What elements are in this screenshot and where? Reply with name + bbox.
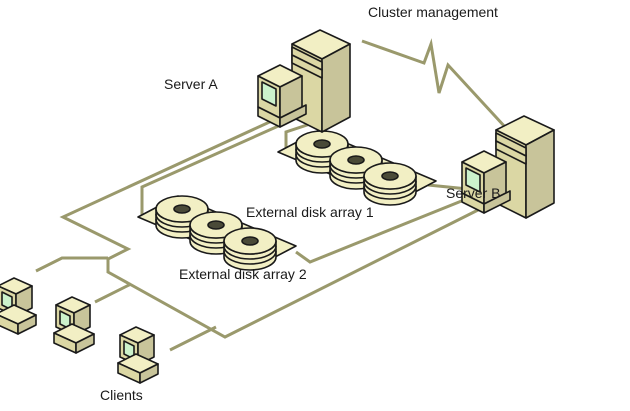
server-a-label: Server A — [164, 76, 218, 92]
disk-array-1-icon — [277, 130, 437, 206]
clients-label: Clients — [100, 387, 143, 403]
client-icon-1 — [0, 277, 37, 335]
client-icon-3 — [117, 326, 159, 384]
cluster-management-label: Cluster management — [368, 4, 498, 20]
client2-stub-line — [94, 282, 132, 304]
server-a-icon — [257, 29, 351, 133]
disk-stack-icon — [363, 162, 417, 206]
disk-array-2-label: External disk array 2 — [179, 266, 307, 282]
disk-array-2-icon — [137, 195, 297, 271]
disk-array-1-label: External disk array 1 — [246, 204, 374, 220]
client3-stub-line — [169, 325, 217, 352]
client-icon-2 — [53, 296, 95, 354]
cluster-heartbeat-line — [361, 38, 508, 130]
lan-bus-line — [59, 106, 483, 339]
client1-stub-line — [35, 256, 108, 273]
server-b-label: Server B — [446, 185, 501, 201]
server-b-icon — [461, 115, 555, 219]
disk-stack-icon — [223, 227, 277, 271]
server-a-to-array2-line — [140, 113, 304, 215]
server-b-to-array2-line — [295, 194, 475, 264]
